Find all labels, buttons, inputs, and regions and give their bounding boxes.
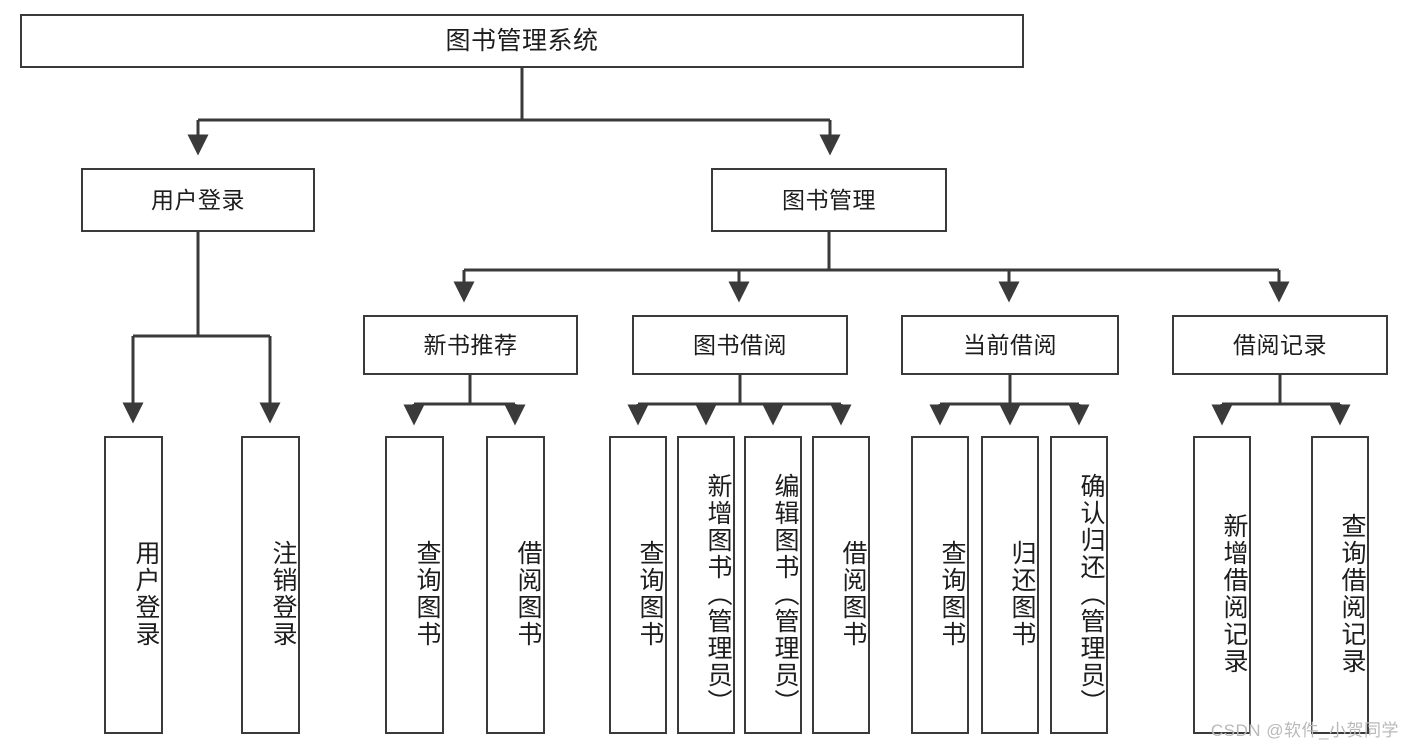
leaf-logout-login[interactable]: 注销登录 xyxy=(241,436,300,734)
node-new-book-recommend[interactable]: 新书推荐 xyxy=(363,315,578,375)
leaf-edit-book[interactable]: 编辑图书（管理员） xyxy=(744,436,802,734)
node-book-management[interactable]: 图书管理 xyxy=(711,168,947,232)
leaf-query-book-new-recommend[interactable]: 查询图书 xyxy=(385,436,444,734)
node-borrow-record[interactable]: 借阅记录 xyxy=(1172,315,1388,375)
leaf-user-login[interactable]: 用户登录 xyxy=(104,436,163,734)
leaf-return-book[interactable]: 归还图书 xyxy=(981,436,1039,734)
leaf-label: 归还图书 xyxy=(1008,540,1036,648)
leaf-query-borrow-record[interactable]: 查询借阅记录 xyxy=(1311,436,1369,734)
watermark-csdn: CSDN @软件_小贺同学 xyxy=(1210,721,1399,740)
node-book-borrow[interactable]: 图书借阅 xyxy=(632,315,848,375)
leaf-label: 查询图书 xyxy=(413,540,441,648)
leaf-label: 借阅图书 xyxy=(514,540,542,648)
leaf-label: 查询图书 xyxy=(636,540,664,648)
leaf-confirm-return[interactable]: 确认归还（管理员） xyxy=(1050,436,1108,734)
leaf-label: 确认归还（管理员） xyxy=(1077,472,1105,716)
node-root-book-management-system[interactable]: 图书管理系统 xyxy=(20,14,1024,68)
leaf-add-borrow-record[interactable]: 新增借阅记录 xyxy=(1193,436,1251,734)
node-user-login[interactable]: 用户登录 xyxy=(81,168,315,232)
leaf-label: 借阅图书 xyxy=(839,540,867,648)
node-current-borrow[interactable]: 当前借阅 xyxy=(901,315,1119,375)
leaf-label: 查询借阅记录 xyxy=(1338,513,1366,675)
leaf-label: 编辑图书（管理员） xyxy=(771,472,799,716)
leaf-label: 新增借阅记录 xyxy=(1220,513,1248,675)
leaf-label: 新增图书（管理员） xyxy=(704,472,732,716)
leaf-borrow-book[interactable]: 借阅图书 xyxy=(812,436,870,734)
leaf-label: 用户登录 xyxy=(132,540,160,648)
leaf-add-book[interactable]: 新增图书（管理员） xyxy=(677,436,735,734)
leaf-query-book-current-borrow[interactable]: 查询图书 xyxy=(911,436,969,734)
leaf-label: 查询图书 xyxy=(938,540,966,648)
leaf-query-book-borrow[interactable]: 查询图书 xyxy=(609,436,667,734)
leaf-label: 注销登录 xyxy=(269,540,297,648)
leaf-borrow-book-new-recommend[interactable]: 借阅图书 xyxy=(486,436,545,734)
